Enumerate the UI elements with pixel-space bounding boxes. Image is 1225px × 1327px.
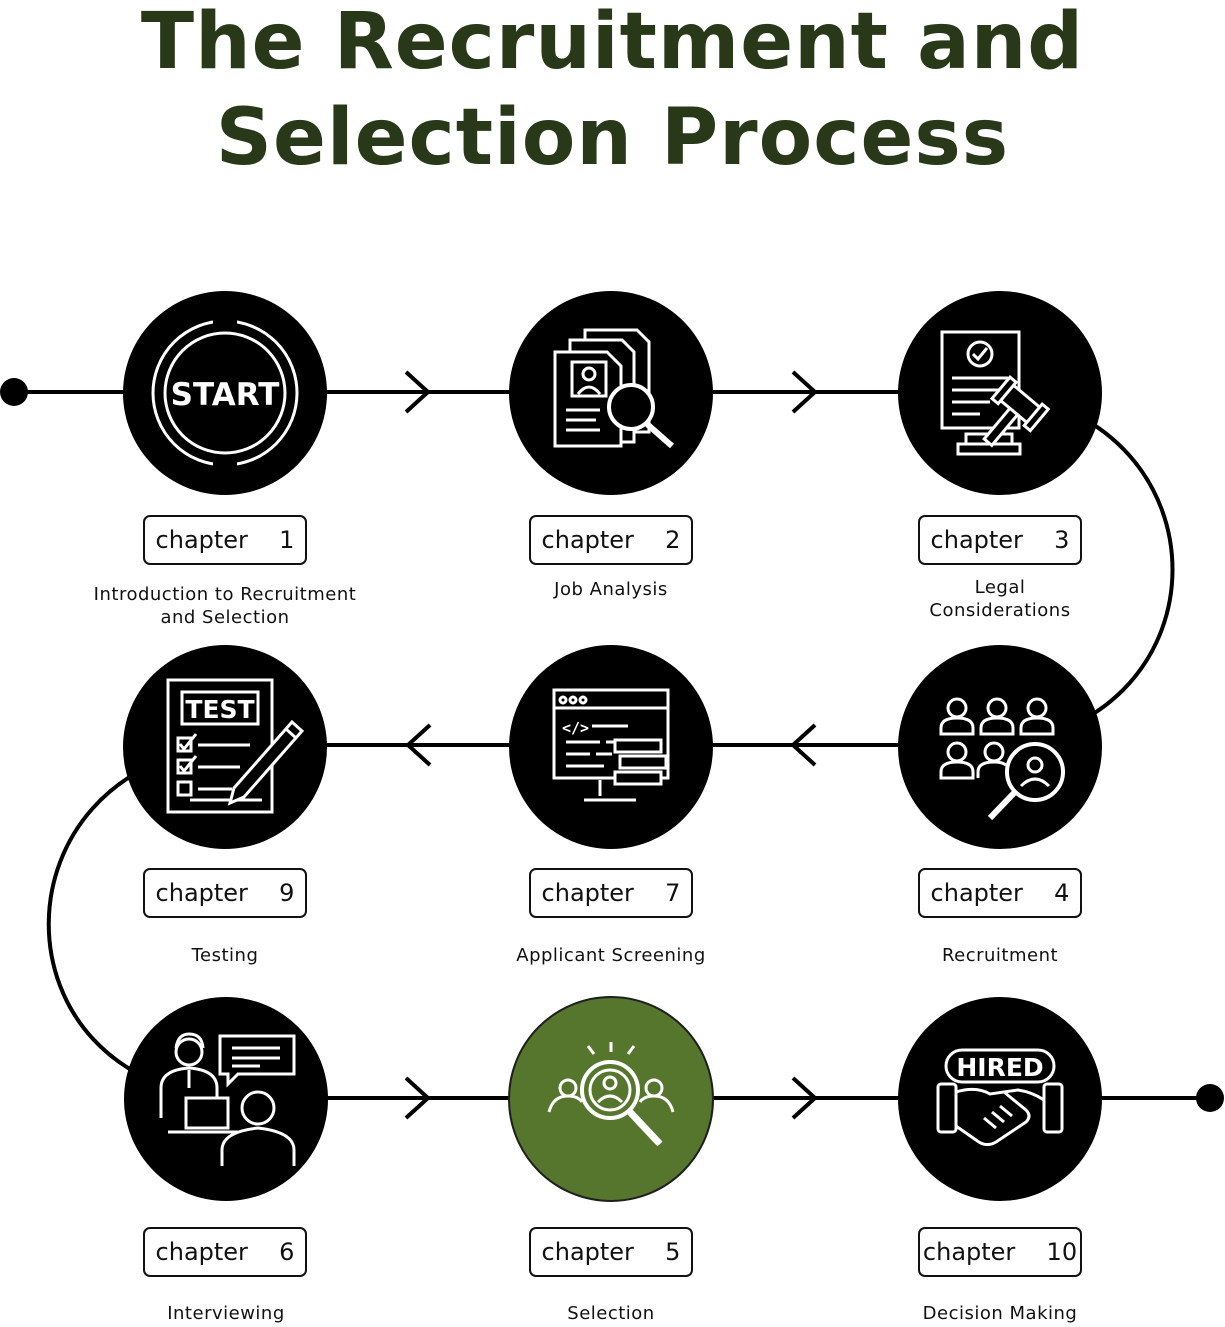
arrow-right-4 <box>791 1076 818 1120</box>
caption-line: Considerations <box>929 600 1071 621</box>
step-caption-9: Testing <box>65 944 385 967</box>
title-line-2: Selection Process <box>215 93 1010 183</box>
code-screen-icon: </> <box>552 688 670 802</box>
node-chapter-10 <box>898 997 1102 1201</box>
chapter-chip-4: chapter 4 <box>918 868 1082 918</box>
caption-line: Decision Making <box>922 1303 1078 1324</box>
chapter-chip-1: chapter 1 <box>143 515 307 565</box>
chapter-chip-9: chapter 9 <box>143 868 307 918</box>
interview-icon <box>159 1032 296 1166</box>
test-checklist-icon: TEST <box>166 678 305 814</box>
title-line-1: The Recruitment and <box>140 0 1085 87</box>
start-badge-icon: START <box>151 315 299 471</box>
chapter-chip-6: chapter 6 <box>143 1227 307 1277</box>
arrow-right-1 <box>404 370 431 414</box>
start-badge-text: START <box>171 377 280 413</box>
chapter-chip-text: chapter 4 <box>930 879 1070 907</box>
step-caption-4: Recruitment <box>840 944 1160 967</box>
node-chapter-7 <box>509 645 713 849</box>
hired-label: HIRED <box>956 1053 1043 1082</box>
arrow-left-1 <box>790 723 817 767</box>
caption-line: Recruitment <box>941 945 1059 966</box>
chapter-chip-text: chapter 5 <box>541 1238 681 1266</box>
chapter-chip-text: chapter 7 <box>541 879 681 907</box>
caption-line: Legal <box>974 577 1026 598</box>
caption-line: Testing <box>191 945 259 966</box>
step-caption-10: Decision Making <box>840 1302 1160 1325</box>
chapter-chip-text: chapter 10 <box>922 1238 1078 1266</box>
caption-line: Job Analysis <box>554 579 668 600</box>
step-caption-7: Applicant Screening <box>451 944 771 967</box>
caption-line: Selection <box>567 1303 655 1324</box>
arrow-right-2 <box>791 370 818 414</box>
documents-magnifier-icon <box>553 328 674 449</box>
step-caption-5: Selection <box>451 1302 771 1325</box>
caption-line: and Selection <box>160 607 290 628</box>
start-dot <box>0 378 28 406</box>
endpoints <box>0 378 1224 1112</box>
candidate-search-icon <box>547 1042 675 1147</box>
caption-line: Introduction to Recruitment <box>93 584 357 605</box>
svg-text:</>: </> <box>562 719 589 737</box>
step-caption-2: Job Analysis <box>451 578 771 601</box>
contract-gavel-icon <box>940 330 1051 456</box>
chapter-chip-5: chapter 5 <box>529 1227 693 1277</box>
chapter-chip-7: chapter 7 <box>529 868 693 918</box>
arrow-left-2 <box>405 723 432 767</box>
hired-handshake-icon: HIRED <box>936 1048 1064 1147</box>
chapter-chip-text: chapter 9 <box>155 879 295 907</box>
node-chapter-9 <box>123 645 327 849</box>
arrows <box>404 370 818 1120</box>
chapter-chip-text: chapter 3 <box>930 526 1070 554</box>
page-title: The Recruitment and Selection Process <box>0 0 1225 186</box>
caption-line: Interviewing <box>167 1303 285 1324</box>
step-caption-3: Legal Considerations <box>840 576 1160 622</box>
end-dot <box>1196 1084 1224 1112</box>
chapter-chip-text: chapter 2 <box>541 526 681 554</box>
chapter-chip-10: chapter 10 <box>918 1227 1082 1277</box>
step-caption-1: Introduction to Recruitment and Selectio… <box>65 583 385 629</box>
arrow-right-3 <box>404 1076 431 1120</box>
chapter-chip-3: chapter 3 <box>918 515 1082 565</box>
caption-line: Applicant Screening <box>516 945 706 966</box>
chapter-chip-text: chapter 6 <box>155 1238 295 1266</box>
chapter-chip-2: chapter 2 <box>529 515 693 565</box>
step-caption-6: Interviewing <box>66 1302 386 1325</box>
chapter-chip-text: chapter 1 <box>155 526 295 554</box>
test-label: TEST <box>185 695 254 724</box>
people-search-icon <box>939 697 1065 821</box>
